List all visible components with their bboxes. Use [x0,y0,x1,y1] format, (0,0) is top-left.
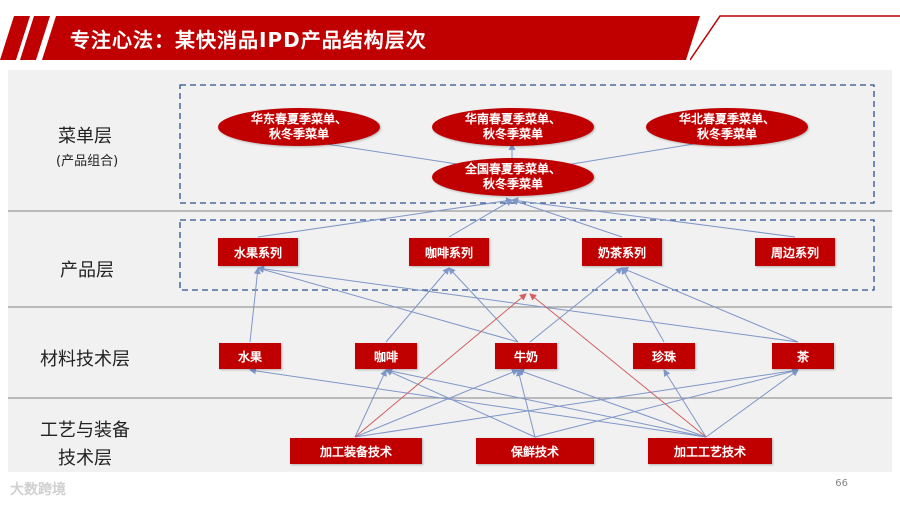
menu-node-south-line2: 秋冬季菜单 [482,127,543,141]
page-number: 66 [835,478,848,489]
menu-layer-sublabel: (产品组合) [56,154,119,169]
process-node-technique: 加工工艺技术 [648,438,772,464]
watermark-logo: 大数跨境 [10,482,66,498]
header-banner [0,16,700,60]
menu-node-national-line2: 秋冬季菜单 [482,177,543,191]
material-node-tea: 茶 [772,343,834,369]
product-node-fruit: 水果系列 [218,238,298,266]
page-title: 专注心法：某快消品IPD产品结构层次 [70,28,427,52]
menu-node-national: 全国春夏季菜单、 秋冬季菜单 [432,158,594,196]
menu-node-east-line2: 秋冬季菜单 [268,127,329,141]
menu-node-north: 华北春夏季菜单、 秋冬季菜单 [646,108,808,146]
menu-node-north-line1: 华北春夏季菜单、 [678,112,775,126]
process-node-preservation: 保鲜技术 [476,438,594,464]
process-layer-label-line2: 技术层 [58,448,112,469]
menu-node-south: 华南春夏季菜单、 秋冬季菜单 [432,108,594,146]
product-layer-label: 产品层 [60,260,114,281]
material-layer-label: 材料技术层 [40,349,130,370]
menu-node-east-line1: 华东春夏季菜单、 [250,112,347,126]
material-node-milk: 牛奶 [495,343,557,369]
menu-node-east: 华东春夏季菜单、 秋冬季菜单 [218,108,380,146]
menu-node-national-line1: 全国春夏季菜单、 [464,162,561,176]
material-node-coffee: 咖啡 [355,343,417,369]
product-node-peripheral: 周边系列 [755,238,835,266]
menu-node-north-line2: 秋冬季菜单 [696,127,757,141]
process-node-equipment: 加工装备技术 [290,438,422,464]
material-node-pearl: 珍珠 [633,343,695,369]
product-node-milktea: 奶茶系列 [582,238,662,266]
menu-node-south-line1: 华南春夏季菜单、 [464,112,561,126]
product-node-coffee: 咖啡系列 [409,238,489,266]
menu-layer-label: 菜单层 [58,126,112,147]
process-layer-label-line1: 工艺与装备 [40,420,130,441]
material-node-fruit: 水果 [219,343,281,369]
header-accent-line [690,15,900,61]
